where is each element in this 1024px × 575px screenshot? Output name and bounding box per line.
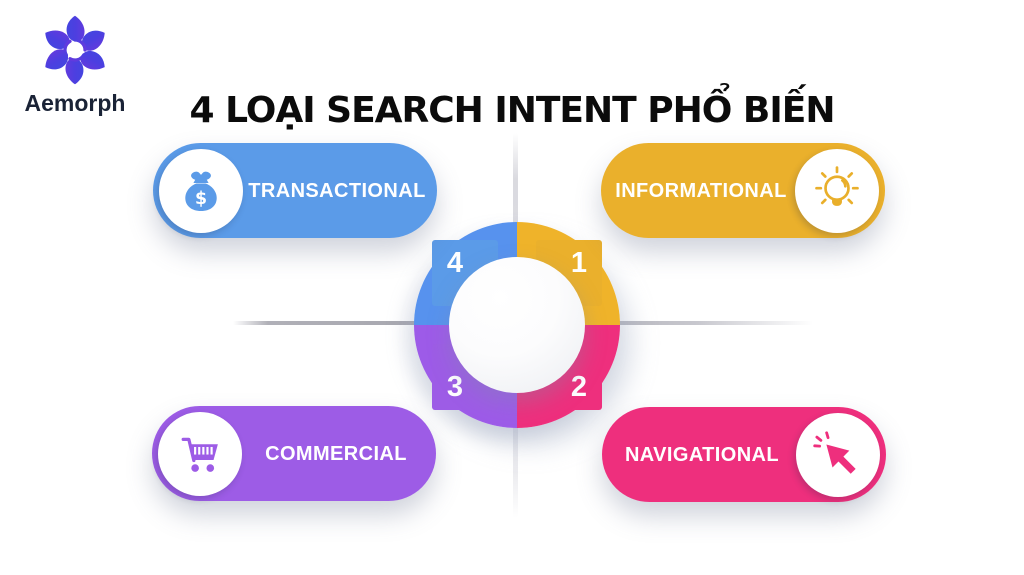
aemorph-logo-icon <box>45 15 105 85</box>
search-intent-wheel: 4 1 3 2 <box>414 222 620 428</box>
intent-pill-transactional: $ TRANSACTIONAL <box>153 143 437 238</box>
brand-name: Aemorph <box>24 90 126 116</box>
intent-pill-informational: INFORMATIONAL <box>601 143 885 238</box>
segment-number-2: 2 <box>570 370 588 403</box>
brand-logo: Aemorph <box>20 10 130 117</box>
intent-label-navigational: NAVIGATIONAL <box>624 443 780 466</box>
segment-number-3: 3 <box>446 370 464 403</box>
page-title: 4 LOẠI SEARCH INTENT PHỔ BIẾN <box>189 90 836 132</box>
svg-text:$: $ <box>195 189 207 209</box>
shopping-cart-icon <box>158 411 242 496</box>
intent-label-informational: INFORMATIONAL <box>615 179 787 202</box>
segment-number-4: 4 <box>446 246 464 279</box>
intent-label-transactional: TRANSACTIONAL <box>248 179 426 202</box>
wheel-center-disc <box>449 257 585 393</box>
segment-number-1: 1 <box>570 246 588 279</box>
intent-label-commercial: COMMERCIAL <box>265 442 407 465</box>
cursor-click-icon <box>796 412 880 497</box>
intent-pill-navigational: NAVIGATIONAL <box>602 407 886 502</box>
lightbulb-icon <box>795 148 879 233</box>
money-bag-icon: $ <box>159 148 243 233</box>
intent-pill-commercial: COMMERCIAL <box>152 406 436 501</box>
